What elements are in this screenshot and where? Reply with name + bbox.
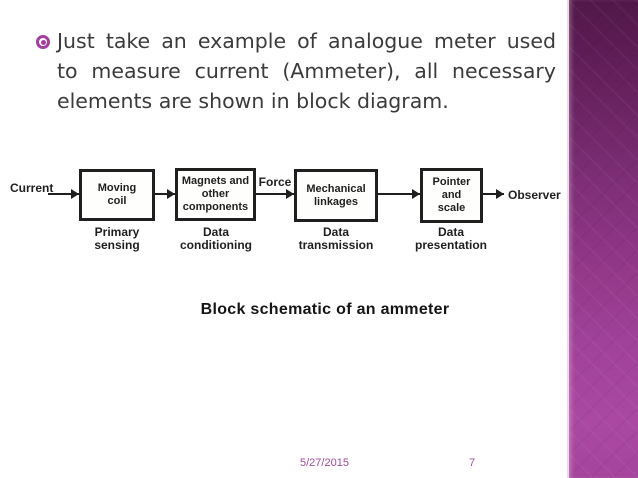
stage-label-data-presentation: Data presentation xyxy=(414,225,487,252)
flow-arrow xyxy=(378,189,420,199)
flow-arrow xyxy=(48,189,79,199)
diagram-force-label: Force xyxy=(258,175,292,189)
flow-arrow xyxy=(256,189,294,199)
flow-arrow xyxy=(483,189,504,199)
diagram-caption: Block schematic of an ammeter xyxy=(200,301,450,318)
bullet-text-line: Just take an example of analogue meter u… xyxy=(57,29,556,53)
stage-label-primary-sensing: Primary sensing xyxy=(94,225,140,252)
diagram-input-label: Current xyxy=(10,181,54,195)
decorative-side-strip xyxy=(567,0,638,478)
diagram-box-mechanical-linkages: Mechanical linkages xyxy=(294,169,378,222)
bullet-icon xyxy=(36,35,50,49)
diagram-box-pointer-scale: Pointer and scale xyxy=(420,168,483,223)
flow-arrow xyxy=(155,189,175,199)
diagram-box-moving-coil: Moving coil xyxy=(79,169,155,221)
diagram-output-label: Observer xyxy=(508,188,561,202)
footer-date: 5/27/2015 xyxy=(300,457,349,469)
bullet-text-line: elements are shown in block diagram. xyxy=(57,89,449,113)
slide-number: 7 xyxy=(469,457,476,469)
diagram-box-magnets: Magnets and other components xyxy=(175,168,256,221)
stage-label-data-conditioning: Data conditioning xyxy=(180,225,252,252)
bullet-paragraph: Just take an example of analogue meter u… xyxy=(57,26,556,116)
bullet-text-line: to measure current (Ammeter), all necess… xyxy=(57,59,556,83)
stage-label-data-transmission: Data transmission xyxy=(298,225,374,252)
